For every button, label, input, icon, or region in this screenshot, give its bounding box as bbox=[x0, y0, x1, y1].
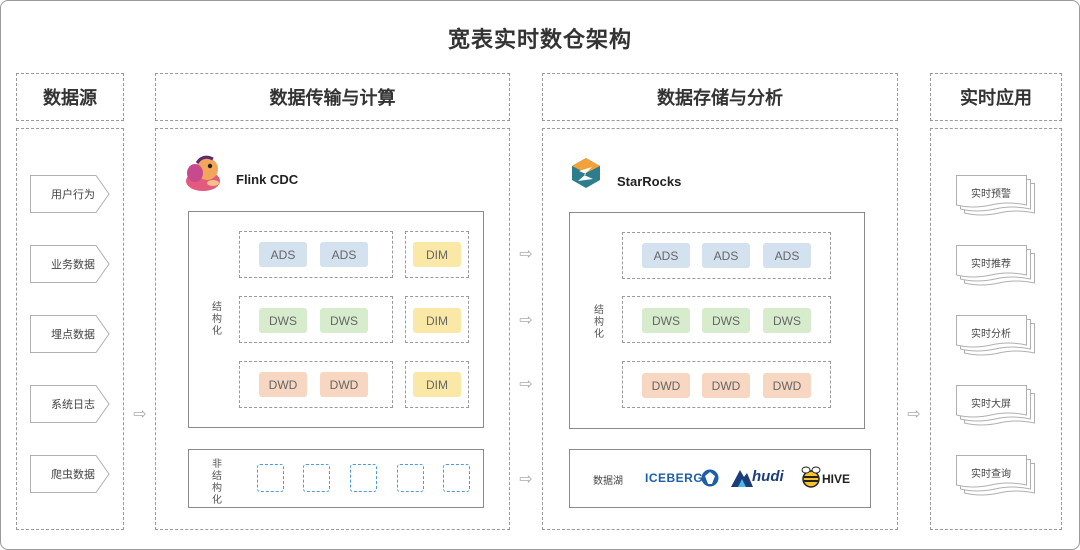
compute-layer-row-ads bbox=[239, 231, 393, 278]
apps-panel bbox=[930, 128, 1062, 530]
compute-structured-box bbox=[188, 211, 484, 428]
layer-tag-dim: DIM bbox=[413, 308, 461, 333]
apps-header: 实时应用 bbox=[930, 73, 1062, 121]
compute-structured-label: 结构化 bbox=[212, 302, 222, 337]
diagram-title: 宽表实时数仓架构 bbox=[447, 28, 632, 53]
source-panel bbox=[16, 128, 124, 530]
layer-tag-dws: DWS bbox=[320, 308, 368, 333]
app-item: 实时查询 bbox=[956, 455, 1036, 497]
source-item: 爬虫数据 bbox=[30, 455, 124, 493]
compute-dim-row bbox=[405, 296, 469, 343]
storage-title: 数据存储与分析 bbox=[657, 88, 783, 109]
storage-layer-row-ads bbox=[622, 232, 831, 279]
compute-dim-row bbox=[405, 361, 469, 408]
layer-tag-dwd: DWD bbox=[259, 372, 307, 397]
hive-logo-text: HIVE bbox=[822, 472, 851, 486]
layer-tag-dws: DWS bbox=[763, 308, 811, 333]
iceberg-logo-icon bbox=[701, 469, 719, 487]
flink-squirrel-icon bbox=[186, 155, 220, 191]
source-header: 数据源 bbox=[16, 73, 124, 121]
compute-header: 数据传输与计算 bbox=[155, 73, 510, 121]
app-item-label: 实时预警 bbox=[971, 188, 1011, 200]
compute-layer-row-dws bbox=[239, 296, 393, 343]
flow-arrow: ⇨ bbox=[519, 374, 533, 393]
data-lake-box bbox=[569, 449, 871, 508]
compute-unstructured-box bbox=[188, 449, 484, 508]
compute-layer-row-dwd bbox=[239, 361, 393, 408]
unstructured-data-slot bbox=[350, 464, 377, 492]
iceberg-logo-text: ICEBERG bbox=[645, 471, 704, 485]
flink-cdc-logo-text: Flink CDC bbox=[236, 172, 299, 187]
unstructured-data-slot bbox=[257, 464, 284, 492]
flow-arrow: ⇨ bbox=[519, 310, 533, 329]
layer-tag-dim: DIM bbox=[413, 372, 461, 397]
hudi-logo-text: hudi bbox=[752, 468, 784, 485]
layer-tag-dws: DWS bbox=[259, 308, 307, 333]
source-item-label: 系统日志 bbox=[51, 398, 95, 411]
layer-tag-dwd: DWD bbox=[320, 372, 368, 397]
app-item-label: 实时查询 bbox=[971, 468, 1011, 480]
source-item-label: 用户行为 bbox=[51, 188, 95, 201]
layer-tag-ads: ADS bbox=[702, 243, 750, 268]
unstructured-data-slot bbox=[397, 464, 424, 492]
app-item-label: 实时分析 bbox=[971, 328, 1011, 340]
source-item: 系统日志 bbox=[30, 385, 124, 423]
flow-arrow: ⇨ bbox=[519, 469, 533, 488]
compute-panel bbox=[155, 128, 510, 530]
compute-dim-row bbox=[405, 231, 469, 278]
app-item: 实时推荐 bbox=[956, 245, 1036, 287]
layer-tag-dim: DIM bbox=[413, 242, 461, 267]
hudi-logo-icon bbox=[731, 470, 753, 487]
starrocks-logo-text: StarRocks bbox=[617, 174, 682, 189]
layer-tag-ads: ADS bbox=[259, 242, 307, 267]
app-item-label: 实时大屏 bbox=[971, 398, 1011, 410]
app-item: 实时预警 bbox=[956, 175, 1036, 217]
data-lake-label: 数据湖 bbox=[593, 476, 623, 487]
starrocks-logo-icon bbox=[572, 158, 600, 188]
app-item: 实时分析 bbox=[956, 315, 1036, 357]
storage-panel bbox=[542, 128, 898, 530]
source-item-label: 爬虫数据 bbox=[51, 468, 95, 481]
unstructured-data-slot bbox=[303, 464, 330, 492]
source-item-label: 埋点数据 bbox=[51, 328, 95, 341]
flow-arrow: ⇨ bbox=[519, 244, 533, 263]
layer-tag-dwd: DWD bbox=[702, 373, 750, 398]
source-item: 埋点数据 bbox=[30, 315, 124, 353]
layer-tag-dws: DWS bbox=[702, 308, 750, 333]
layer-tag-dws: DWS bbox=[642, 308, 690, 333]
app-item: 实时大屏 bbox=[956, 385, 1036, 427]
apps-title: 实时应用 bbox=[960, 88, 1032, 109]
source-item-label: 业务数据 bbox=[51, 258, 95, 271]
layer-tag-dwd: DWD bbox=[763, 373, 811, 398]
flow-arrow: ⇨ bbox=[133, 404, 147, 423]
layer-tag-ads: ADS bbox=[763, 243, 811, 268]
layer-tag-ads: ADS bbox=[320, 242, 368, 267]
layer-tag-ads: ADS bbox=[642, 243, 690, 268]
source-item: 用户行为 bbox=[30, 175, 124, 213]
compute-unstructured-label: 非结构化 bbox=[212, 459, 222, 506]
hive-bee-icon bbox=[801, 466, 821, 488]
layer-tag-dwd: DWD bbox=[642, 373, 690, 398]
source-title: 数据源 bbox=[43, 88, 97, 109]
compute-title: 数据传输与计算 bbox=[269, 88, 396, 109]
unstructured-data-slot bbox=[443, 464, 470, 492]
storage-layer-row-dws bbox=[622, 296, 831, 343]
storage-layer-row-dwd bbox=[622, 361, 831, 408]
source-item: 业务数据 bbox=[30, 245, 124, 283]
storage-header: 数据存储与分析 bbox=[542, 73, 898, 121]
app-item-label: 实时推荐 bbox=[971, 258, 1011, 270]
storage-structured-label: 结构化 bbox=[594, 305, 604, 340]
storage-structured-box bbox=[569, 212, 865, 429]
flow-arrow: ⇨ bbox=[907, 404, 921, 423]
